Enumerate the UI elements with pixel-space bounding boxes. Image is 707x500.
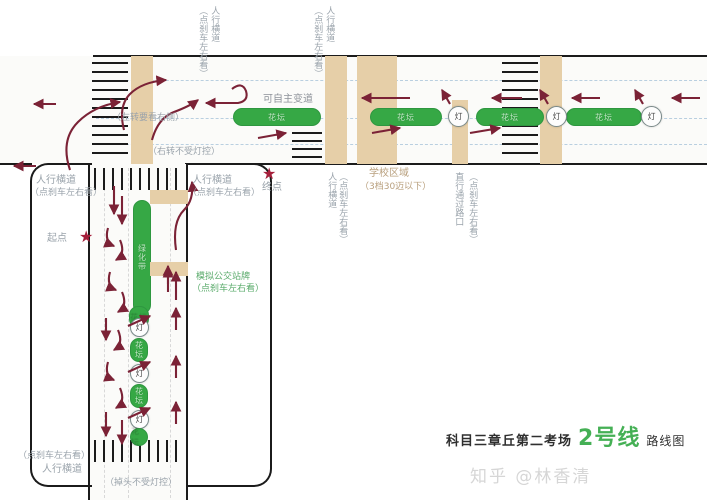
watermark: 知乎 @林香清: [470, 467, 592, 487]
end-point-star: ★: [262, 164, 277, 183]
label-mid-crosswalk-note: （点刹车左右看）: [337, 172, 348, 244]
label-free-lane-change: 可自主变道: [263, 94, 313, 105]
label-mid-crosswalk: 人行横道: [326, 172, 337, 208]
vertical-road-inner-left-edge: [88, 164, 90, 500]
flowerbed-2: 花坛: [370, 108, 442, 126]
traffic-light-h1[interactable]: 灯: [448, 106, 469, 127]
footer-suffix: 路线图: [646, 434, 686, 448]
flowerbed-v2: 花坛: [130, 338, 148, 362]
vertical-road-right-edge: [186, 163, 272, 487]
horizontal-road-top-edge: [93, 55, 707, 57]
vertical-lane-line-2: [128, 168, 129, 498]
footer-exam-title: 科目三章丘第二考场: [446, 434, 573, 449]
label-straight-through-note: （点刹车左右看）: [467, 172, 478, 244]
crossing-band-mid: [325, 56, 347, 164]
horizontal-road-bottom-edge-right: [185, 163, 707, 165]
label-bus-stop-note: （点刹车左右看）: [192, 284, 265, 294]
label-bottom-crosswalk: 人行横道: [42, 464, 82, 475]
footer-title: 科目三章丘第二考场 2号线 路线图: [446, 420, 696, 451]
label-crosswalk-top-mid-note: （点刹车左右看）: [312, 6, 323, 78]
label-west-crosswalk-note: （点刹车左右看）: [30, 188, 103, 198]
label-school-zone-note: （3档30迈以下）: [360, 182, 432, 192]
label-left-turn-watch-right: （左转要看右侧）: [112, 113, 185, 123]
vertical-road-left-edge: [30, 163, 92, 487]
label-west-crosswalk: 人行横道: [36, 175, 76, 186]
label-crosswalk-top-left-note: （点刹车左右看）: [197, 6, 208, 78]
label-east-crosswalk: 人行横道: [192, 175, 232, 186]
label-crosswalk-top-mid: 人行横道: [324, 6, 335, 42]
traffic-light-h2[interactable]: 灯: [546, 106, 567, 127]
label-start-point: 起点: [47, 233, 67, 244]
label-right-turn-no-light: （右转不受灯控）: [148, 147, 221, 157]
label-bus-stop: 模拟公交站牌: [196, 272, 251, 282]
vertical-band-top: [150, 190, 188, 204]
label-bottom-crosswalk-note: （点刹车左右看）: [18, 451, 91, 461]
flowerbed-1: 花坛: [233, 108, 321, 126]
flowerbed-v3: 花坛: [130, 384, 148, 408]
label-crosswalk-top-left: 人行横道: [209, 6, 220, 42]
label-straight-through: 直行通过路口: [453, 172, 464, 226]
label-end-point: 终点: [262, 182, 282, 193]
horizontal-lane-line-3: [96, 144, 707, 145]
traffic-light-h3[interactable]: 灯: [641, 106, 662, 127]
label-east-crosswalk-note: （点刹车左右看）: [188, 188, 261, 198]
footer-route-name: 2号线: [578, 426, 641, 451]
label-school-zone: 学校区域: [369, 168, 409, 179]
start-point-star: ★: [79, 227, 94, 246]
flowerbed-3: 花坛: [476, 108, 544, 126]
vertical-road-inner-right-edge: [186, 164, 188, 500]
vertical-lane-line-3: [170, 168, 171, 498]
flowerbed-v4: 花坛: [130, 427, 148, 447]
label-uturn-no-light: （掉头不受灯控）: [105, 478, 178, 488]
horizontal-lane-line-1: [96, 80, 707, 81]
